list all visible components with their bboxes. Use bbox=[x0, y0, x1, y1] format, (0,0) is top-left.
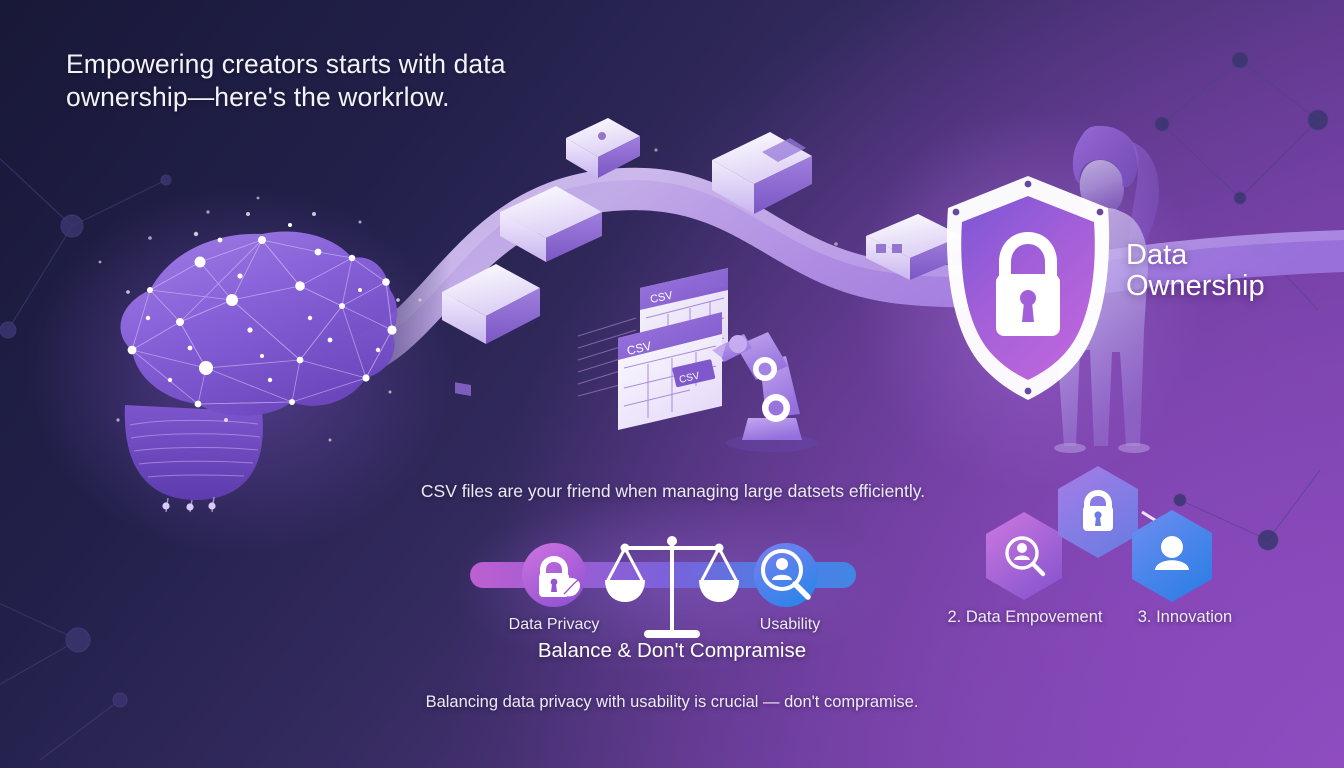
pipeline-block bbox=[712, 132, 812, 214]
pipeline-block bbox=[442, 264, 540, 397]
shield-shape bbox=[946, 176, 1110, 400]
csv-card-label: CSV bbox=[626, 339, 653, 358]
page-headline: Empowering creators starts with data own… bbox=[66, 48, 586, 113]
justice-scales-icon bbox=[605, 543, 739, 636]
hex-step-3-label: 3. Innovation bbox=[1137, 608, 1233, 626]
headline-line-1: Empowering creators starts with data bbox=[66, 49, 506, 79]
robotic-arm-icon bbox=[712, 332, 818, 452]
csv-card-front: CSV CSV bbox=[618, 312, 722, 430]
ownership-line-1: Data bbox=[1126, 239, 1188, 271]
hex-step-3 bbox=[1132, 510, 1212, 602]
balance-caption: Balancing data privacy with usability is… bbox=[425, 693, 919, 711]
headline-line-2: ownership—here's the workrlow. bbox=[66, 81, 450, 112]
balance-title: Balance & Don't Compramise bbox=[537, 639, 807, 662]
csv-card-label: CSV bbox=[678, 371, 701, 386]
hex-step-2 bbox=[1058, 466, 1138, 558]
hex-step-1 bbox=[986, 512, 1062, 600]
ownership-line-2: Ownership bbox=[1126, 270, 1265, 303]
data-privacy-label: Data Privacy bbox=[508, 616, 600, 633]
pipeline-block bbox=[566, 118, 640, 178]
user-search-icon bbox=[754, 543, 818, 607]
pipeline-block bbox=[500, 186, 602, 262]
data-ownership-label: Data Ownership bbox=[1126, 239, 1265, 303]
lock-leaf-icon bbox=[522, 543, 586, 607]
hex-step-2-label: 2. Data Empovement bbox=[947, 608, 1103, 626]
csv-card-label: CSV bbox=[649, 289, 674, 306]
usability-label: Usability bbox=[759, 616, 821, 633]
csv-caption: CSV files are your friend when managing … bbox=[420, 481, 926, 501]
